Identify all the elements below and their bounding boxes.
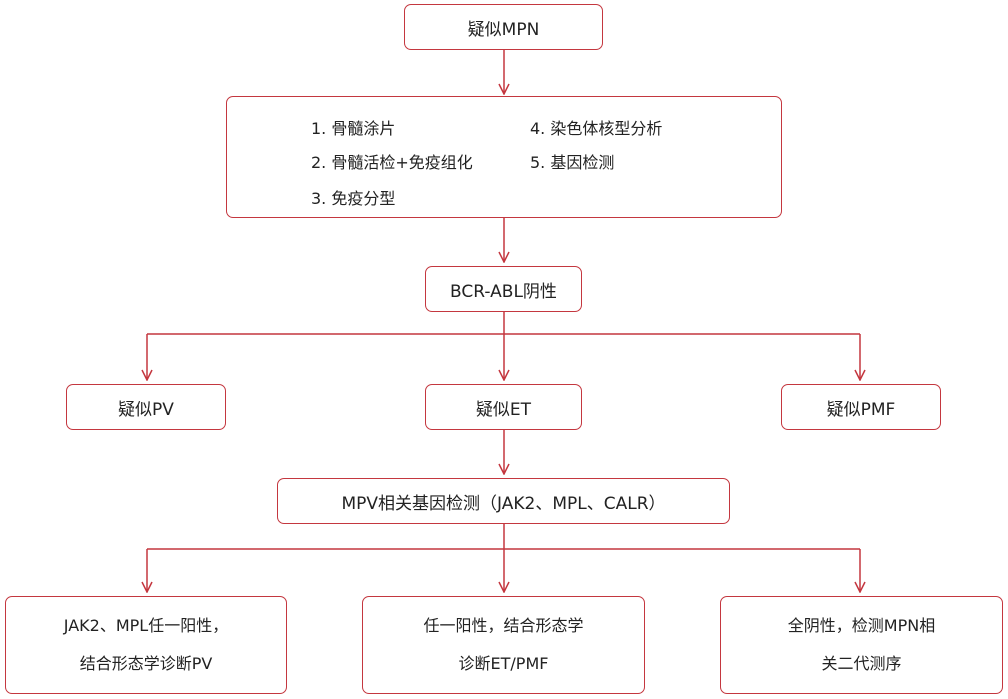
workup-item-2: 2. 骨髓活检+免疫组化 [311,153,473,172]
node-suspect-mpn: 疑似MPN [404,4,603,50]
outcome-neg-line-1: 全阴性，检测MPN相 [787,616,936,635]
node-suspect-pmf-label: 疑似PMF [826,399,896,420]
node-gene-test: MPV相关基因检测（JAK2、MPL、CALR） [277,478,730,524]
node-outcome-et-pmf: 任一阳性，结合形态学 诊断ET/PMF [362,596,645,694]
outcome-et-line-2: 诊断ET/PMF [458,654,549,673]
node-bcr-abl-label: BCR-ABL阴性 [450,281,557,302]
node-workup: 1. 骨髓涂片 2. 骨髓活检+免疫组化 3. 免疫分型 4. 染色体核型分析 … [226,96,782,218]
node-suspect-et: 疑似ET [425,384,582,430]
workup-item-3: 3. 免疫分型 [311,189,396,208]
workup-item-5: 5. 基因检测 [530,153,615,172]
outcome-et-line-1: 任一阳性，结合形态学 [423,616,584,635]
workup-item-4: 4. 染色体核型分析 [530,119,663,138]
node-suspect-pv: 疑似PV [66,384,226,430]
node-outcome-pv: JAK2、MPL任一阳性， 结合形态学诊断PV [5,596,287,694]
outcome-pv-line-1: JAK2、MPL任一阳性， [63,616,229,635]
node-suspect-pv-label: 疑似PV [118,399,174,420]
node-outcome-negative: 全阴性，检测MPN相 关二代测序 [720,596,1003,694]
outcome-neg-line-2: 关二代测序 [821,654,902,673]
node-suspect-et-label: 疑似ET [475,399,532,420]
outcome-pv-line-2: 结合形态学诊断PV [79,654,213,673]
node-bcr-abl-negative: BCR-ABL阴性 [425,266,582,312]
node-suspect-mpn-label: 疑似MPN [467,19,540,40]
node-gene-test-label: MPV相关基因检测（JAK2、MPL、CALR） [341,493,666,514]
node-suspect-pmf: 疑似PMF [781,384,941,430]
workup-item-1: 1. 骨髓涂片 [311,119,396,138]
